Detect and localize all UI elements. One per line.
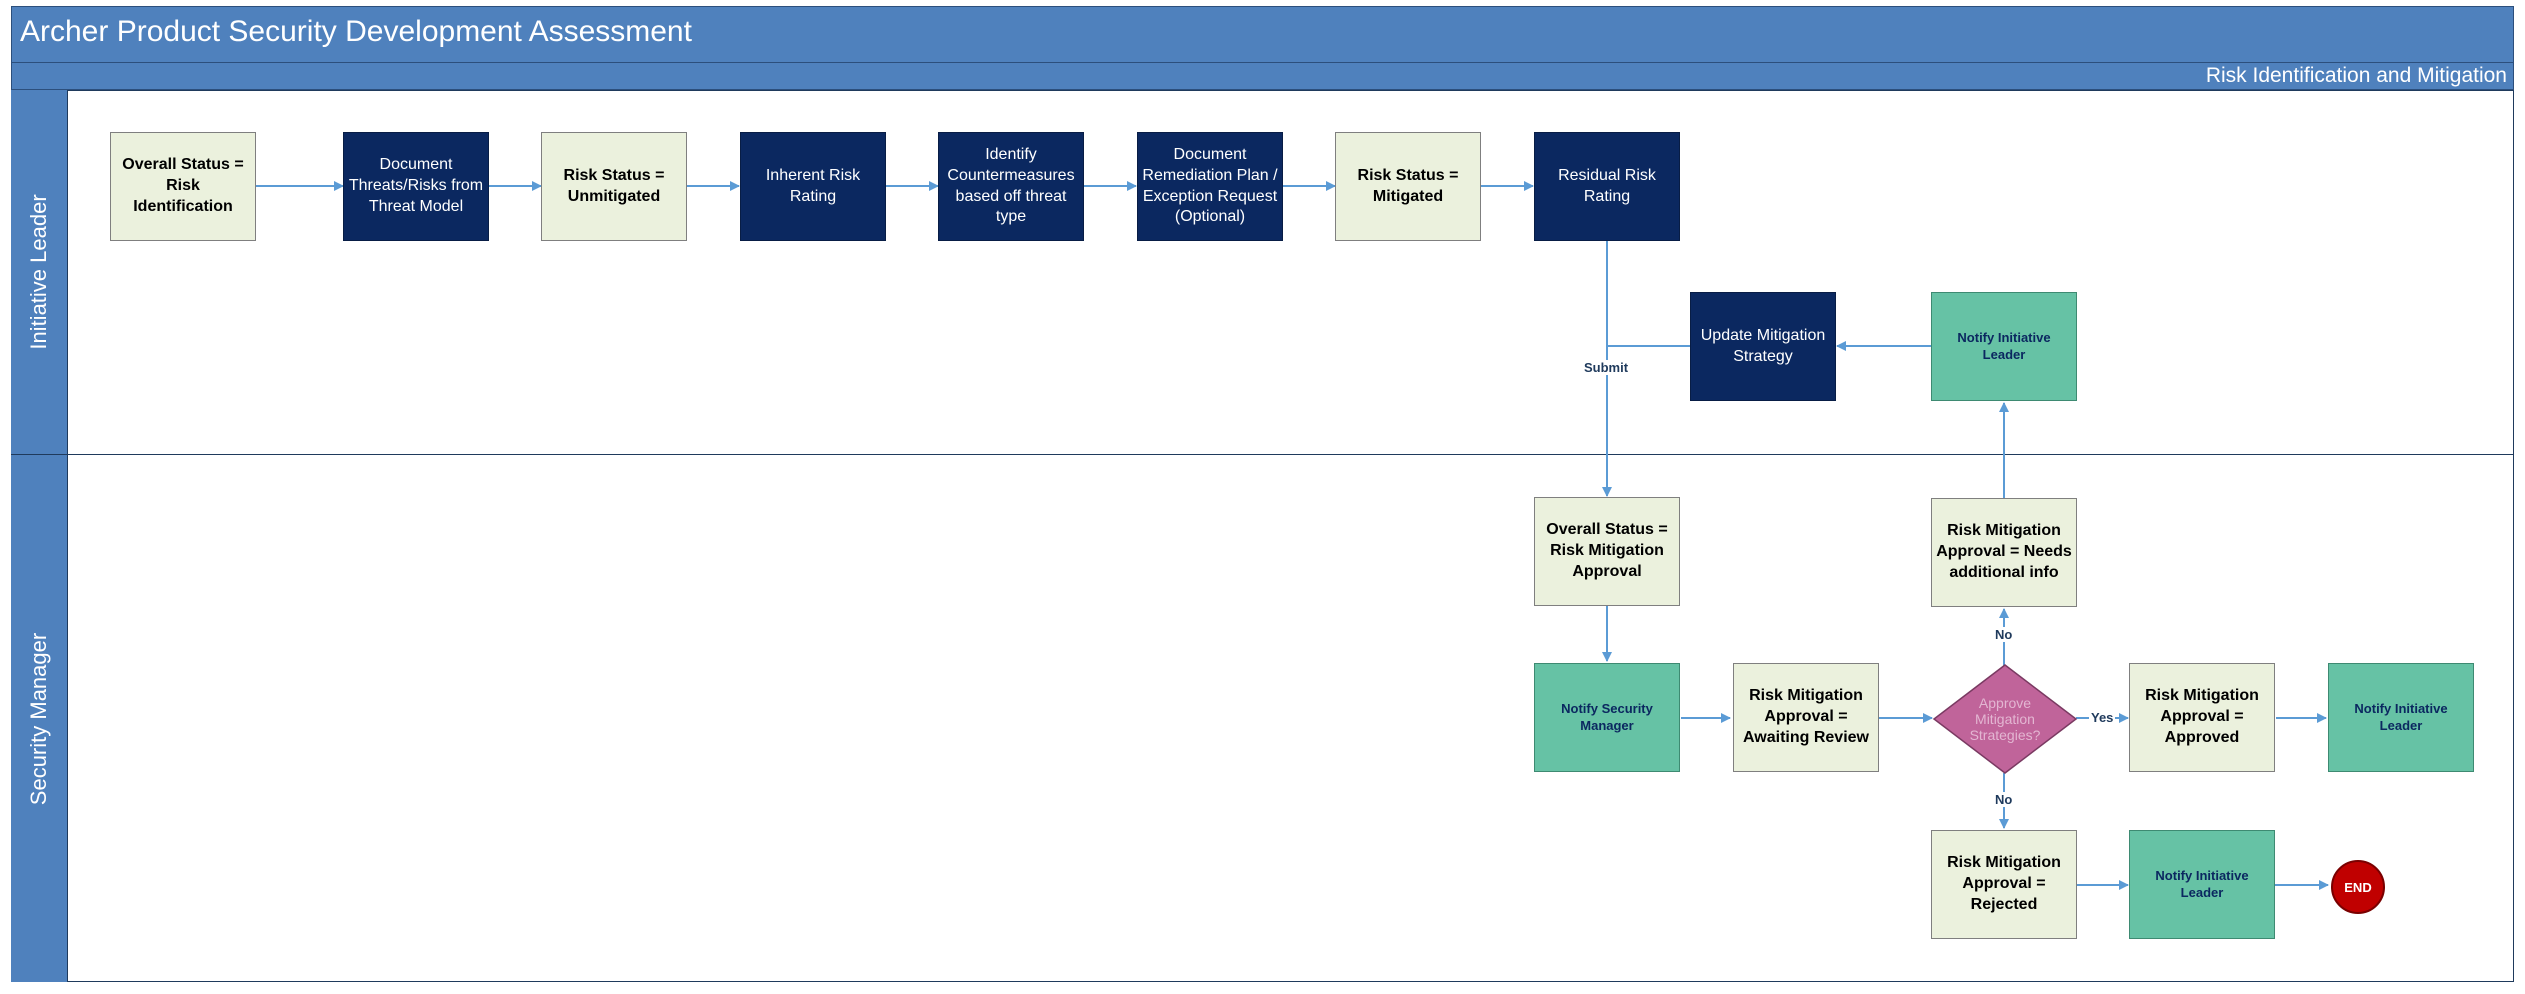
node-risk-status-mitigated: Risk Status = Mitigated <box>1335 132 1481 241</box>
diagram-title: Archer Product Security Development Asse… <box>20 15 692 48</box>
decision-approve-mitigation-strategies: Approve Mitigation Strategies? <box>1969 694 2041 744</box>
node-identify-countermeasures: Identify Countermeasures based off threa… <box>938 132 1084 241</box>
node-document-threats: Document Threats/Risks from Threat Model <box>343 132 489 241</box>
node-risk-mitigation-approved: Risk Mitigation Approval = Approved <box>2129 663 2275 772</box>
edge-label-no-down: No <box>1993 792 2015 807</box>
node-notify-initiative-leader-rejected: Notify Initiative Leader <box>2129 830 2275 939</box>
node-notify-security-manager: Notify Security Manager <box>1534 663 1680 772</box>
node-overall-status-risk-identification: Overall Status = Risk Identification <box>110 132 256 241</box>
node-risk-mitigation-needs-info: Risk Mitigation Approval = Needs additio… <box>1931 498 2077 607</box>
node-risk-status-unmitigated: Risk Status = Unmitigated <box>541 132 687 241</box>
diagram-subtitle: Risk Identification and Mitigation <box>2205 64 2507 87</box>
node-inherent-risk-rating: Inherent Risk Rating <box>740 132 886 241</box>
swimlane-divider <box>11 454 2514 455</box>
title-bar: Archer Product Security Development Asse… <box>11 6 2514 63</box>
node-document-remediation-plan: Document Remediation Plan / Exception Re… <box>1137 132 1283 241</box>
node-residual-risk-rating: Residual Risk Rating <box>1534 132 1680 241</box>
node-overall-status-risk-mitigation-approval: Overall Status = Risk Mitigation Approva… <box>1534 497 1680 606</box>
decision-diamond-shape <box>1932 664 2078 774</box>
node-end: END <box>2331 860 2385 914</box>
subtitle-bar: Risk Identification and Mitigation <box>11 63 2514 90</box>
node-risk-mitigation-rejected: Risk Mitigation Approval = Rejected <box>1931 830 2077 939</box>
edge-label-yes: Yes <box>2089 710 2116 725</box>
node-risk-mitigation-awaiting-review: Risk Mitigation Approval = Awaiting Revi… <box>1733 663 1879 772</box>
lane-security-manager: Security Manager <box>11 455 68 982</box>
node-notify-initiative-leader-approved: Notify Initiative Leader <box>2328 663 2474 772</box>
node-notify-initiative-leader-top: Notify Initiative Leader <box>1931 292 2077 401</box>
node-update-mitigation-strategy: Update Mitigation Strategy <box>1690 292 1836 401</box>
lane-initiative-leader: Initiative Leader <box>11 90 68 454</box>
edge-label-submit: Submit <box>1582 360 1631 375</box>
edge-label-no-up: No <box>1993 627 2015 642</box>
